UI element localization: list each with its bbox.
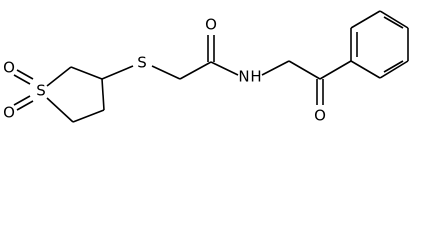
atom-o-sulfone-top: O (3, 59, 15, 77)
bond-s-o-bottom-b (13, 95, 31, 106)
bond-ph-6-1 (350, 60, 381, 79)
bond-ketone-phenyl (319, 60, 352, 80)
bonds (13, 10, 409, 123)
bond-s-o-top-b (13, 74, 31, 85)
bond-co-n (210, 61, 239, 76)
bond-s-o-top-a (16, 69, 34, 80)
bond-c3-c4 (70, 66, 103, 80)
atom-h-amide: H (250, 68, 261, 86)
bond-ph-5-6 (379, 60, 409, 79)
bond-c4-s (46, 66, 72, 87)
bond-ch2-co (179, 61, 212, 80)
bond-n-ch2 (261, 60, 290, 76)
bond-ph-inner-c (383, 60, 404, 73)
atom-o-amide: O (205, 16, 217, 34)
structure-diagram: O O S S O N H O (3, 10, 409, 125)
bond-s-ch2 (151, 65, 181, 80)
bond-ph-2-3 (350, 10, 381, 29)
bond-ph-3-4 (379, 10, 409, 29)
atom-s-thioether: S (137, 54, 147, 72)
atom-o-ketone: O (314, 107, 326, 125)
bond-c2-c3 (101, 78, 105, 111)
atom-s-ring: S (36, 82, 46, 100)
bond-c3-s (101, 65, 134, 80)
bond-ph-inner-b (383, 16, 404, 29)
bond-s-o-bottom-a (16, 100, 34, 111)
atom-n-amide: N (238, 68, 249, 86)
atom-o-sulfone-bottom: O (3, 104, 15, 122)
bond-s-c1 (46, 97, 74, 123)
bond-c1-c2 (72, 109, 105, 123)
bond-ch2-ketone (288, 60, 321, 80)
atom-labels: O O S S O N H O (3, 16, 326, 125)
